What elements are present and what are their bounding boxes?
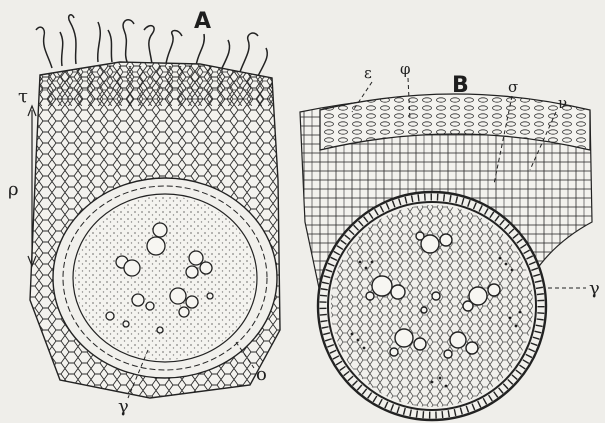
label-gamma-a: γ (118, 396, 129, 417)
panel-b-letter: B (452, 73, 469, 98)
label-omicron: o (256, 364, 267, 385)
label-epsilon: ε (364, 64, 372, 82)
label-tau: τ (18, 86, 28, 107)
label-phi: φ (400, 60, 411, 78)
panel-a-section: A τ ρ γ o (8, 9, 290, 417)
panel-b-section: B ε φ σ ν γ (295, 60, 600, 420)
label-rho: ρ (8, 179, 19, 200)
panel-a-phloem-dots (75, 196, 255, 360)
label-sigma: σ (508, 78, 518, 96)
label-nu: ν (558, 94, 567, 112)
label-gamma-b: γ (589, 278, 600, 299)
panel-a-epidermis-cells (40, 66, 275, 106)
panel-a-letter: A (194, 9, 211, 34)
